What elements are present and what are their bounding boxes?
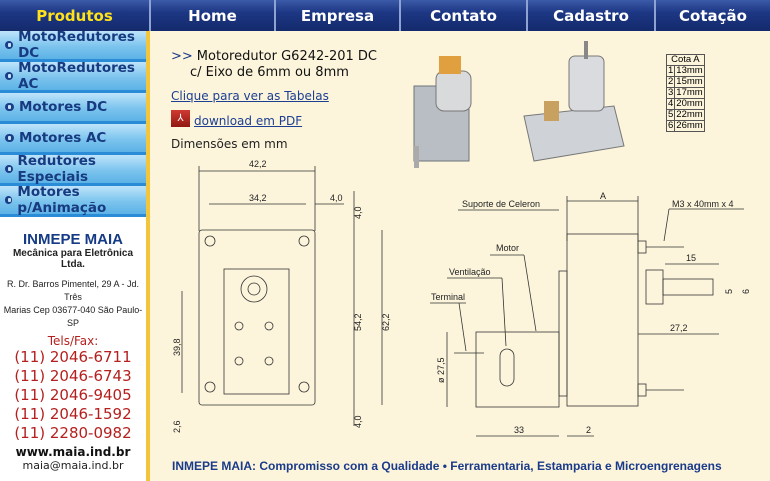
dim-label: 5: [724, 289, 734, 294]
dim-label: 2: [586, 425, 591, 435]
title-line: Motoredutor G6242-201 DC: [196, 49, 377, 64]
callout-label: Suporte de Celeron: [462, 199, 540, 209]
technical-drawing: 42,2 34,2 4,0 4,0 54,2 62,2 4,0 39,8 2,6…: [172, 159, 751, 437]
dim-label: 4,0: [353, 206, 363, 219]
dim-label: 2,6: [172, 420, 182, 433]
nav-empresa[interactable]: Empresa: [276, 0, 401, 31]
dim-label: 54,2: [353, 313, 363, 331]
dim-label: M3 x 40mm x 4: [672, 199, 734, 209]
dim-label: ø 27,5: [436, 357, 446, 383]
phone: (11) 2046-1592: [14, 405, 132, 423]
phone: (11) 2046-6711: [14, 348, 132, 366]
sidebar-item-label: MotoRedutores AC: [18, 60, 135, 92]
nav-produtos[interactable]: Produtos: [0, 0, 151, 31]
dim-label: 62,2: [381, 313, 391, 331]
phone: (11) 2046-9405: [14, 386, 132, 404]
product-photos: [413, 41, 625, 168]
cota-value: 20mm: [674, 98, 705, 110]
cota-index: 4: [665, 98, 676, 110]
side-view: A M3 x 40mm x 4 15 27,2 5 6 Suporte de C…: [430, 191, 751, 437]
dim-label: 4,0: [353, 415, 363, 428]
pdf-download-link[interactable]: download em PDF: [194, 114, 303, 128]
footer-slogan: INMEPE MAIA: Compromisso com a Qualidade…: [172, 459, 722, 473]
dim-label: 34,2: [249, 193, 267, 203]
sidebar-item-redutores-especiais[interactable]: Redutores Especiais: [0, 153, 146, 186]
bullet-icon: [5, 165, 13, 173]
pdf-icon[interactable]: ⅄: [171, 110, 190, 127]
sidebar-item-motores-ac[interactable]: Motores AC: [0, 124, 146, 155]
sidebar-item-motores-dc[interactable]: Motores DC: [0, 93, 146, 124]
product-title: >>Motoredutor G6242-201 DC c/ Eixo de 6m…: [171, 49, 377, 81]
address-line: Marias Cep 03677-040 São Paulo-SP: [3, 305, 143, 328]
nav-cotacao[interactable]: Cotação: [679, 6, 747, 25]
tels-label: Tels/Fax:: [47, 334, 99, 348]
bullet-icon: [5, 72, 14, 80]
bullet-icon: [5, 103, 14, 111]
cota-value: 13mm: [674, 65, 705, 77]
cota-index: 3: [665, 87, 676, 99]
company-name: INMEPE MAIA: [22, 231, 123, 248]
title-line: c/ Eixo de 6mm ou 8mm: [190, 65, 349, 80]
top-nav: Produtos Home Empresa Contato Cadastro C…: [0, 0, 770, 31]
phone: (11) 2280-0982: [14, 424, 132, 442]
dimensions-label: Dimensões em mm: [171, 137, 288, 151]
sidebar-item-label: Motores p/Animação: [17, 184, 107, 216]
motor-photo-2: [523, 41, 625, 162]
cota-index: 6: [665, 120, 676, 132]
sidebar-item-label: MotoRedutores DC: [18, 29, 135, 61]
dim-label: 42,2: [249, 159, 267, 169]
cota-index: 1: [665, 65, 676, 77]
cota-value: 15mm: [674, 76, 705, 88]
sidebar-item-label: Motores AC: [19, 130, 107, 146]
dim-label: 15: [686, 253, 696, 263]
callout-label: Ventilação: [449, 267, 491, 277]
callout-label: Motor: [496, 243, 519, 253]
dim-label: 39,8: [172, 338, 182, 356]
nav-cadastro[interactable]: Cadastro: [528, 0, 656, 31]
cota-index: 2: [665, 76, 676, 88]
cota-value: 22mm: [674, 109, 705, 121]
email-link[interactable]: maia@maia.ind.br: [22, 459, 124, 472]
dim-label: A: [600, 191, 606, 201]
bullet-icon: [5, 134, 14, 142]
sidebar-item-motoredutores-dc[interactable]: MotoRedutores DC: [0, 29, 146, 62]
sidebar-item-label: Motores DC: [19, 99, 108, 115]
dim-label: 33: [514, 425, 524, 435]
sidebar-item-motores-animacao[interactable]: Motores p/Animação: [0, 184, 146, 217]
callout-label: Terminal: [431, 292, 465, 302]
bullet-icon: [5, 41, 14, 49]
sidebar-item-label: Redutores Especiais: [17, 153, 96, 185]
dim-label: 6: [741, 289, 751, 294]
cota-header: Cota A: [666, 54, 705, 66]
front-view: 42,2 34,2 4,0 4,0 54,2 62,2 4,0 39,8 2,6: [172, 159, 391, 433]
cota-index: 5: [665, 109, 676, 121]
nav-home[interactable]: Home: [151, 0, 276, 31]
phone: (11) 2046-6743: [14, 367, 132, 385]
cota-value: 26mm: [674, 120, 705, 132]
sidebar: MotoRedutores DC MotoRedutores AC Motore…: [0, 29, 150, 481]
tables-link[interactable]: Clique para ver as Tabelas: [171, 89, 329, 103]
dim-label: 4,0: [330, 193, 343, 203]
bullet-icon: [5, 196, 13, 204]
website-link[interactable]: www.maia.ind.br: [15, 445, 131, 459]
sidebar-item-motoredutores-ac[interactable]: MotoRedutores AC: [0, 60, 146, 93]
motor-photo-1: [413, 56, 472, 168]
address-line: R. Dr. Barros Pimentel, 29 A - Jd. Três: [6, 279, 140, 302]
cota-value: 17mm: [674, 87, 705, 99]
nav-contato[interactable]: Contato: [401, 0, 528, 31]
dim-label: 27,2: [670, 323, 688, 333]
arrow: >>: [171, 49, 193, 64]
company-info: INMEPE MAIA Mecânica para Eletrônica Ltd…: [0, 217, 146, 472]
main-content: >>Motoredutor G6242-201 DC c/ Eixo de 6m…: [154, 31, 770, 481]
company-subtitle: Mecânica para Eletrônica Ltda.: [12, 248, 134, 270]
